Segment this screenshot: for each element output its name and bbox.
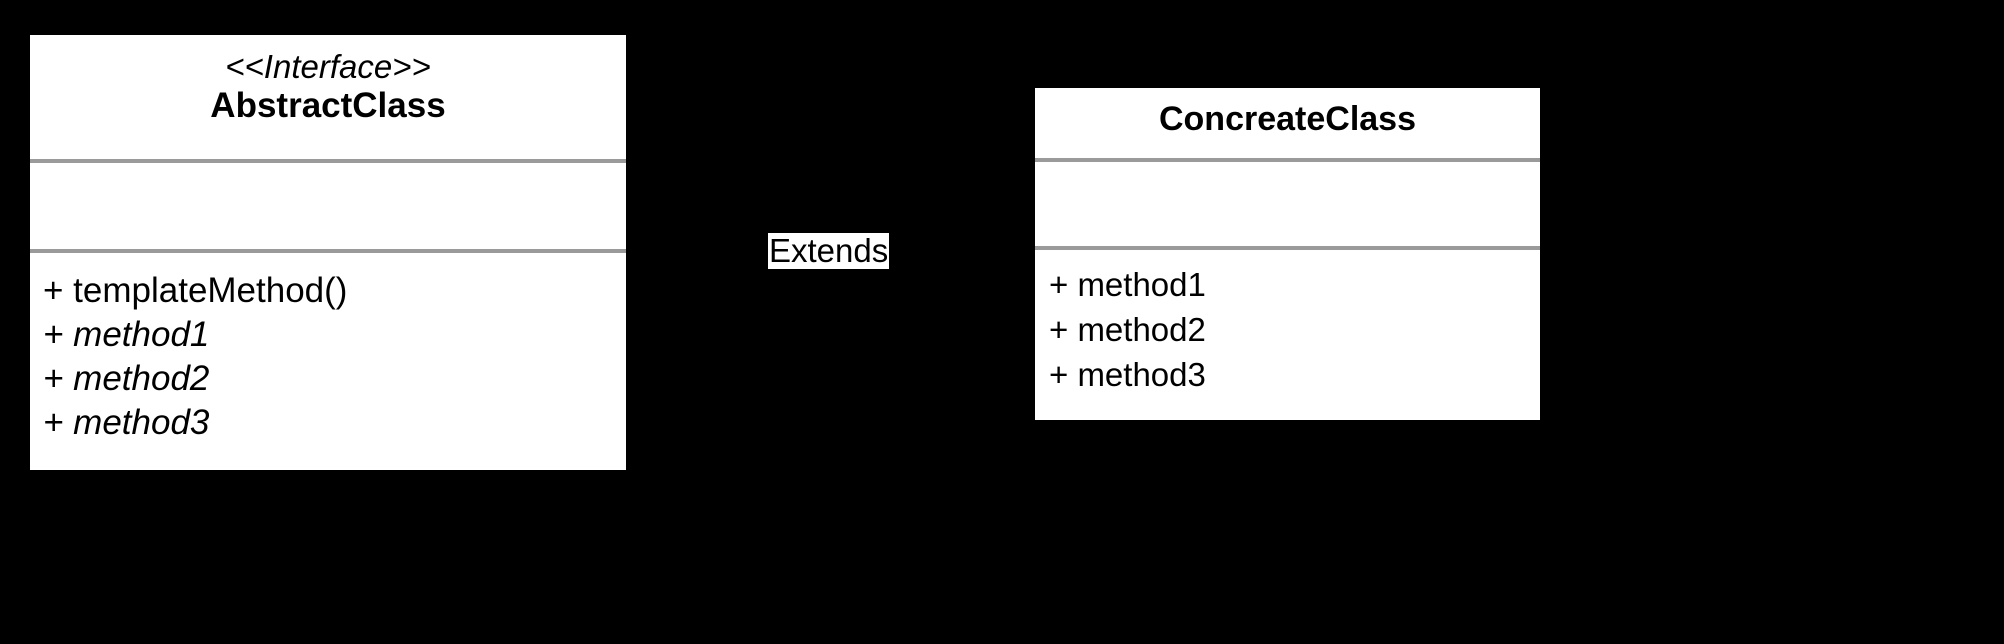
class-name-label: AbstractClass [210, 85, 446, 125]
operation-item: + method1 [1049, 266, 1206, 303]
operation-item: + method3 [1049, 356, 1206, 393]
operation-item: + method1 [43, 315, 210, 354]
operation-item: + templateMethod() [43, 271, 348, 310]
class-box-concreate-class[interactable]: ConcreateClass + method1 + method2 + met… [1035, 88, 1540, 420]
class-header-abstract-class: <<Interface>> AbstractClass [30, 35, 626, 159]
attributes-compartment-concreate-class [1035, 158, 1540, 246]
class-box-abstract-class[interactable]: <<Interface>> AbstractClass + templateMe… [30, 35, 626, 470]
operation-item: + method3 [43, 403, 210, 442]
class-header-concreate-class: ConcreateClass [1035, 88, 1540, 158]
stereotype-label: <<Interface>> [225, 48, 431, 85]
relationship-label-extends: Extends [768, 232, 890, 269]
attributes-compartment-abstract-class [30, 159, 626, 249]
operations-compartment-concreate-class: + method1 + method2 + method3 [1035, 246, 1540, 420]
operation-item: + method2 [43, 359, 210, 398]
class-name-label: ConcreateClass [1158, 100, 1416, 138]
operations-compartment-abstract-class: + templateMethod() + method1 + method2 +… [30, 249, 626, 470]
operation-item: + method2 [1049, 311, 1206, 348]
